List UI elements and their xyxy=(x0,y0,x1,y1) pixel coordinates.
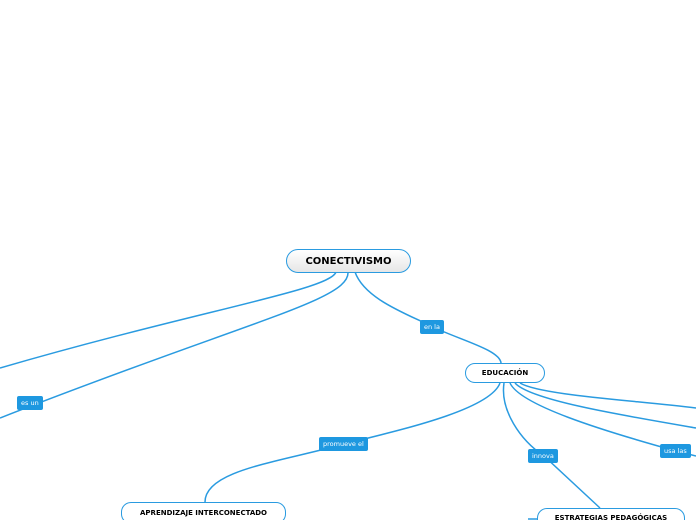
connector xyxy=(0,271,349,419)
link-label-promueve-el[interactable]: promueve el xyxy=(319,437,368,451)
root-node-conectivismo[interactable]: CONECTIVISMO xyxy=(286,249,411,273)
node-educacion[interactable]: EDUCACIÓN xyxy=(465,363,545,383)
node-aprendizaje-interconectado[interactable]: APRENDIZAJE INTERCONECTADO xyxy=(121,502,286,520)
link-label-innova[interactable]: innova xyxy=(528,449,558,463)
link-label-usa-las[interactable]: usa las xyxy=(660,444,691,458)
link-label-es-un[interactable]: es un xyxy=(17,396,43,410)
connector xyxy=(514,382,696,429)
node-estrategias-pedagogicas[interactable]: ESTRATEGIAS PEDAGÓGICAS xyxy=(537,508,685,520)
connector xyxy=(354,271,502,364)
connector xyxy=(502,382,601,509)
connector xyxy=(0,271,337,369)
connector xyxy=(519,382,696,409)
link-label-en-la[interactable]: en la xyxy=(420,320,444,334)
